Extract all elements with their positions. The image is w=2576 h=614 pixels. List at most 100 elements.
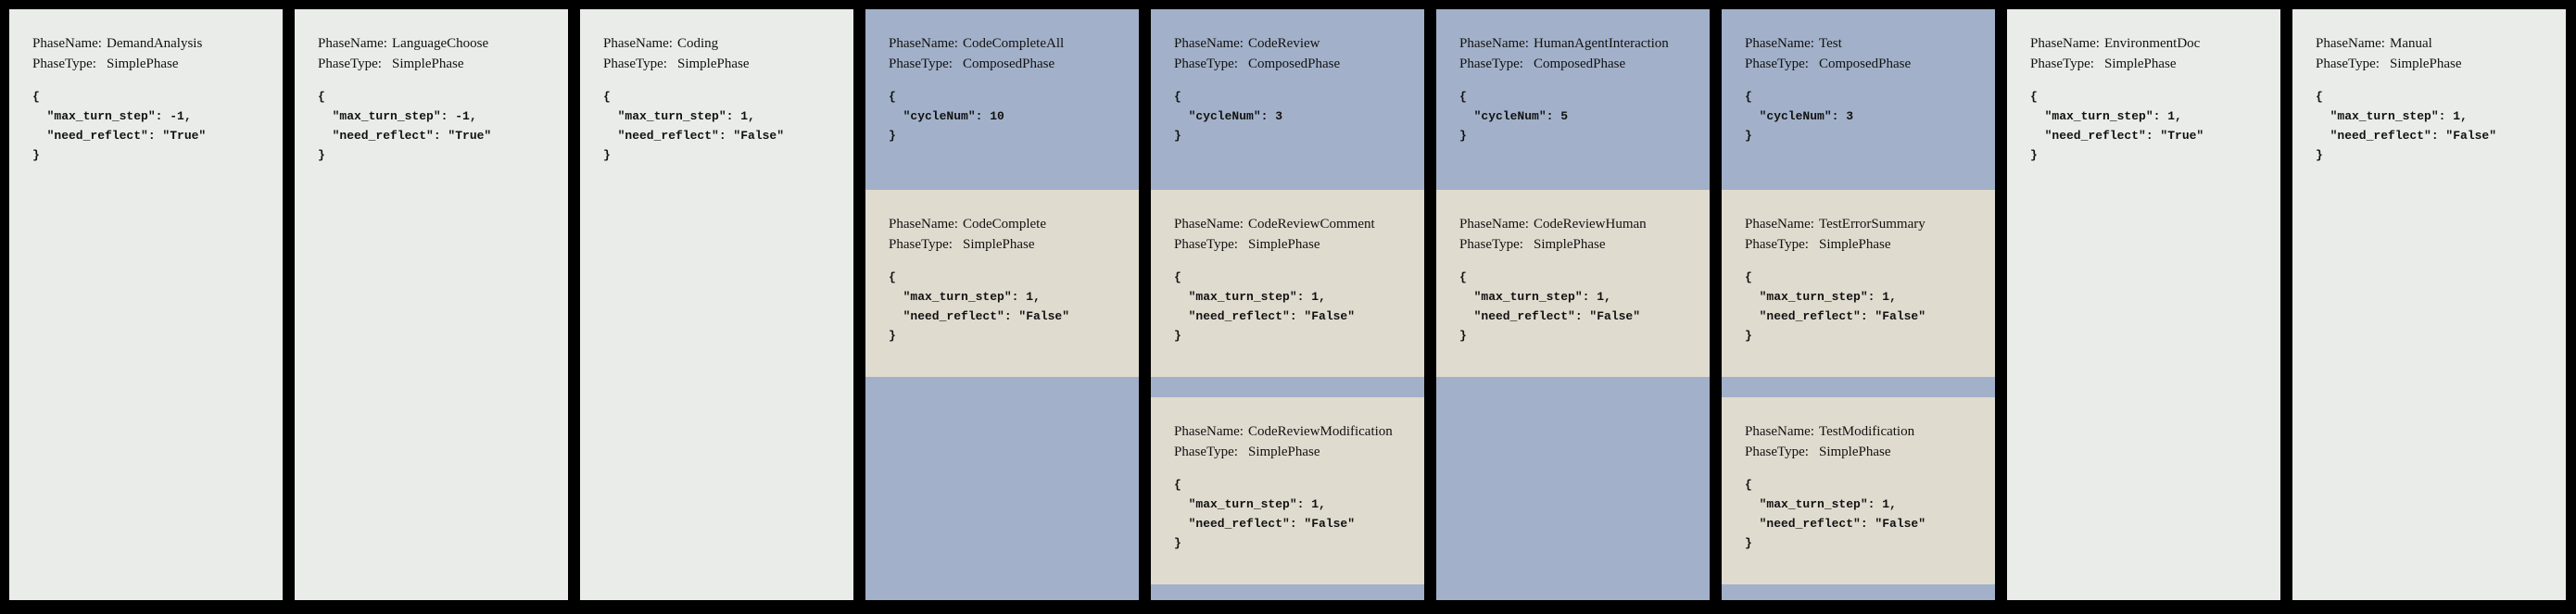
phase-name-row: PhaseName:CodeReviewHuman [1459,214,1695,234]
phase-name-row: PhaseName: DemandAnalysis [32,33,268,54]
phase-card-code-complete-all: PhaseName: CodeCompleteAll PhaseType: Comp… [865,9,1139,600]
phase-type-label: PhaseType: [1174,237,1238,252]
phase-name-value: TestErrorSummary [1819,217,1926,232]
phase-type-label: PhaseType: [1459,237,1523,252]
phase-config-json: { "cycleNum": 5 } [1459,90,1569,143]
phase-name-row: PhaseName:HumanAgentInteraction [1459,33,1695,54]
phase-name-value: EnvironmentDoc [2104,36,2201,51]
phase-config-json: { "max_turn_step": -1, "need_reflect": "… [318,90,492,162]
phase-name-row: PhaseName: Manual [2316,33,2551,54]
phase-name-label: PhaseName: [2030,36,2100,51]
phase-config-json: { "max_turn_step": -1, "need_reflect": "… [32,90,207,162]
nested-phase-card-code-complete: PhaseName: CodeComplete PhaseType:SimpleP… [865,190,1139,377]
phase-name-value: LanguageChoose [392,36,489,51]
phase-header: PhaseName:CodeReview PhaseType: ComposedP… [1151,9,1424,190]
phase-name-label: PhaseName: [32,36,102,51]
phase-type-row: PhaseType: ComposedPhase [1174,54,1409,74]
phase-config-json: { "max_turn_step": 1, "need_reflect": "F… [1174,270,1356,343]
phase-config-json: { "max_turn_step": 1, "need_reflect": "F… [1459,270,1641,343]
phase-type-label: PhaseType: [2316,56,2380,71]
phase-type-row: PhaseType: SimplePhase [1174,234,1409,255]
phase-card-manual: PhaseName: Manual PhaseType: SimplePhase {… [2292,9,2566,600]
phase-type-value: SimplePhase [1248,237,1320,252]
nested-phase-card-test-modification: PhaseName:TestModification PhaseType: Sim… [1722,397,1995,584]
phase-type-row: PhaseType: SimplePhase [32,54,268,74]
phase-name-row: PhaseName: TestErrorSummary [1745,214,1980,234]
phase-type-label: PhaseType: [889,56,953,71]
phase-type-label: PhaseType: [2030,56,2094,71]
phase-type-value: ComposedPhase [1248,56,1341,71]
phase-name-label: PhaseName: [2316,36,2385,51]
phase-type-row: PhaseType: SimplePhase [2030,54,2266,74]
phase-header: PhaseName:CodeCompleteAll PhaseType:Comp… [865,9,1139,190]
phase-type-row: PhaseType: SimplePhase [1174,442,1409,462]
phase-card-demand-analysis: PhaseName: DemandAnalysis PhaseType: Simpl… [9,9,283,600]
phase-config-json: { "cycleNum": 10 } [889,90,1004,143]
phase-type-label: PhaseType: [1459,56,1523,71]
phase-name-value: DemandAnalysis [107,36,203,51]
phase-type-value: SimplePhase [2390,56,2462,71]
phase-header: PhaseName: LanguageChoose PhaseType:Simpl… [295,9,568,165]
phase-name-row: PhaseName: CodeReviewModification [1174,421,1409,442]
phase-config-json: { "cycleNum": 3 } [1174,90,1283,143]
phase-header: PhaseName: DemandAnalysis PhaseType: Simpl… [9,9,283,165]
phase-type-value: SimplePhase [1819,445,1891,459]
phase-type-row: PhaseType: ComposedPhase [1459,54,1695,74]
phase-name-value: Manual [2390,36,2432,51]
phase-type-row: PhaseType:ComposedPhase [1745,54,1980,74]
phase-name-label: PhaseName: [318,36,387,51]
phase-name-row: PhaseName: Test [1745,33,1980,54]
phase-name-value: TestModification [1819,424,1915,439]
phase-type-label: PhaseType: [1174,445,1238,459]
phase-type-label: PhaseType: [1745,237,1809,252]
phase-type-value: SimplePhase [2104,56,2177,71]
phase-card-environment-doc: PhaseName: EnvironmentDoc PhaseType: Simpl… [2007,9,2280,600]
phase-name-value: CodeComplete [963,217,1046,232]
phase-name-value: CodeReviewModification [1248,424,1393,439]
phase-card-human-agent-interaction: PhaseName:HumanAgentInteraction PhaseTyp… [1436,9,1710,600]
phase-type-label: PhaseType: [889,237,953,252]
phase-name-label: PhaseName: [1174,424,1244,439]
nested-phase-gap [1722,377,1995,397]
phase-name-value: CodeReview [1248,36,1320,51]
phase-type-value: ComposedPhase [1819,56,1912,71]
phase-name-label: PhaseName: [1174,217,1244,232]
nested-phase-gap [1151,377,1424,397]
phase-config-json: { "cycleNum": 3 } [1745,90,1854,143]
phase-type-value: SimplePhase [392,56,464,71]
phase-config-json: { "max_turn_step": 1, "need_reflect": "F… [889,270,1070,343]
phase-config-json: { "max_turn_step": 1, "need_reflect": "F… [1745,478,1926,550]
phase-type-row: PhaseType:SimplePhase [318,54,553,74]
phase-type-value: ComposedPhase [963,56,1055,71]
phase-type-value: SimplePhase [1534,237,1606,252]
phase-config-json: { "max_turn_step": 1, "need_reflect": "F… [2316,90,2497,162]
phase-name-label: PhaseName: [603,36,673,51]
nested-phase-card-code-review-modification: PhaseName: CodeReviewModification PhaseTy… [1151,397,1424,584]
phase-type-row: PhaseType:SimplePhase [889,234,1124,255]
phase-type-label: PhaseType: [1174,56,1238,71]
phase-type-label: PhaseType: [32,56,96,71]
phase-card-code-review: PhaseName:CodeReview PhaseType:ComposedP… [1151,9,1424,600]
phase-type-row: PhaseType: SimplePhase [1745,234,1980,255]
phase-header: PhaseName: EnvironmentDoc PhaseType: Simpl… [2007,9,2280,165]
phase-type-value: SimplePhase [677,56,750,71]
phase-name-row: PhaseName:CodeReviewComment [1174,214,1409,234]
phase-header: PhaseName: Manual PhaseType: SimplePhase {… [2292,9,2566,165]
phase-name-value: CodeCompleteAll [963,36,1065,51]
phase-type-label: PhaseType: [1745,445,1809,459]
phase-type-label: PhaseType: [603,56,667,71]
phase-header: PhaseName:HumanAgentInteraction PhaseTyp… [1436,9,1710,190]
phase-name-label: PhaseName: [1745,36,1814,51]
phase-name-label: PhaseName: [1745,217,1814,232]
phase-name-label: PhaseName: [1459,217,1529,232]
phase-type-value: ComposedPhase [1534,56,1626,71]
phase-name-value: Test [1819,36,1842,51]
phase-type-value: SimplePhase [1819,237,1891,252]
phase-type-value: SimplePhase [1248,445,1320,459]
phase-type-value: SimplePhase [107,56,179,71]
phase-name-row: PhaseName:TestModification [1745,421,1980,442]
phase-name-row: PhaseName: CodeComplete [889,214,1124,234]
phase-name-row: PhaseName: LanguageChoose [318,33,553,54]
phase-name-label: PhaseName: [889,217,958,232]
phase-name-row: PhaseName:CodeReview [1174,33,1409,54]
